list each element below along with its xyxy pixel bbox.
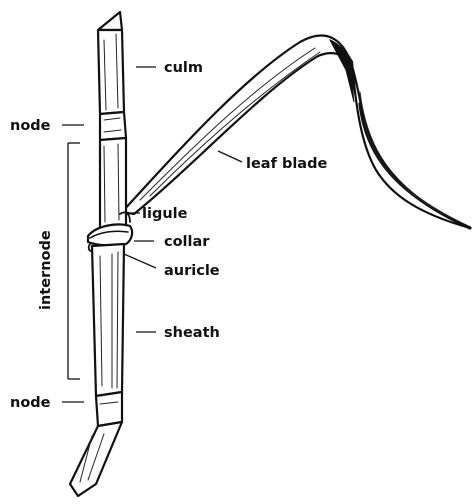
label-ligule: ligule [142, 206, 188, 222]
internode-bracket [68, 143, 80, 379]
label-leaf-blade: leaf blade [246, 156, 327, 172]
culm-drawing [98, 12, 126, 230]
sheath-drawing [70, 244, 124, 496]
label-collar: collar [164, 234, 210, 250]
label-culm: culm [164, 60, 203, 76]
leader-auricle [124, 254, 156, 268]
label-node-bottom: node [10, 395, 51, 411]
label-internode: internode [38, 230, 54, 310]
label-auricle: auricle [164, 263, 220, 279]
label-node-top: node [10, 118, 51, 134]
leader-leaf-blade [218, 151, 242, 162]
label-sheath: sheath [164, 325, 220, 341]
